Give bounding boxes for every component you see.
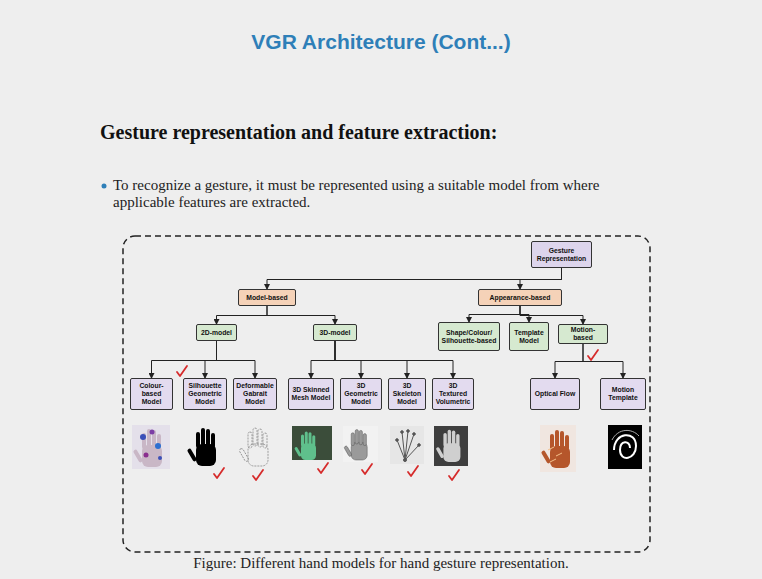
node-text: Appearance-based [490, 294, 551, 302]
node-text: Silhouette Geometric Model [186, 382, 224, 406]
node-text: 3D-model [320, 329, 351, 337]
node-text: Deformable Gabrait Model [236, 382, 274, 406]
silhouette-hand-image [187, 428, 216, 466]
node-text: 3D Skinned Mesh Model [291, 386, 331, 402]
motion-template-image [608, 425, 642, 469]
model-box: Colour-based Model [130, 378, 173, 410]
model-box: 3D Skeleton Model [388, 378, 426, 410]
skeleton-hand-image [390, 426, 424, 464]
colour-hand-image [132, 425, 170, 469]
node-text: Motion Template [603, 386, 643, 402]
category-box: Model-based [238, 289, 296, 306]
bullet-dot [102, 184, 107, 189]
tree-connector [469, 306, 520, 322]
node-text: Colour-based Model [133, 382, 170, 406]
tree-connector [267, 306, 335, 324]
tree-connector [520, 268, 562, 289]
geometric-hand-image [343, 426, 378, 462]
tick-marks [177, 350, 598, 480]
subcategory-box: Template Model [509, 322, 549, 351]
tree-connector [217, 306, 268, 324]
node-text: 3D Textured Volumetric [435, 382, 471, 406]
node-text: 3D Skeleton Model [391, 382, 423, 406]
category-box: Appearance-based [478, 289, 562, 306]
tree-connector [217, 341, 256, 378]
bullet-text: To recognize a gesture, it must be repre… [113, 177, 658, 211]
model-box: Motion Template [600, 378, 646, 410]
node-text: Template Model [512, 329, 546, 345]
node-text: Optical Flow [535, 390, 575, 398]
node-text: 2D-model [201, 329, 232, 337]
model-box: 3D Textured Volumetric [432, 378, 474, 410]
node-text: Model-based [246, 294, 288, 302]
model-box: Optical Flow [530, 378, 580, 410]
model-box: Silhouette Geometric Model [183, 378, 227, 410]
model-box: Deformable Gabrait Model [233, 378, 277, 410]
tree-connector [311, 341, 335, 378]
subcategory-box: 2D-model [196, 324, 237, 341]
model-box: 3D Geometric Model [340, 378, 382, 410]
tree-connector [335, 341, 453, 378]
tree-connector [555, 344, 583, 378]
tree-connector [520, 306, 529, 322]
node-text: 3D Geometric Model [343, 382, 379, 406]
root-box: Gesture Representation [531, 241, 592, 268]
tree-connector [152, 341, 217, 378]
tree-connector [335, 341, 361, 378]
mesh-hand-image [292, 426, 332, 460]
section-heading: Gesture representation and feature extra… [100, 121, 680, 144]
dashed-frame [123, 236, 650, 552]
optical-flow-image [540, 425, 576, 472]
deformable-hand-image [239, 428, 268, 466]
node-text: Gesture Representation [534, 247, 589, 263]
textured-hand-image [434, 426, 468, 466]
tree-connector [583, 344, 623, 378]
node-text: Motion-based [561, 326, 605, 342]
tree-connector [267, 268, 562, 289]
model-box: 3D Skinned Mesh Model [288, 378, 334, 410]
slide-title: VGR Architecture (Cont...) [0, 30, 762, 54]
subcategory-box: Shape/Colour/ Silhouette-based [438, 322, 500, 351]
figure-caption: Figure: Different hand models for hand g… [0, 555, 762, 572]
subcategory-box: Motion-based [558, 324, 608, 344]
node-text: Shape/Colour/ Silhouette-based [441, 329, 497, 345]
tree-connector [335, 341, 407, 378]
tree-connector [205, 341, 217, 378]
subcategory-box: 3D-model [313, 324, 357, 341]
